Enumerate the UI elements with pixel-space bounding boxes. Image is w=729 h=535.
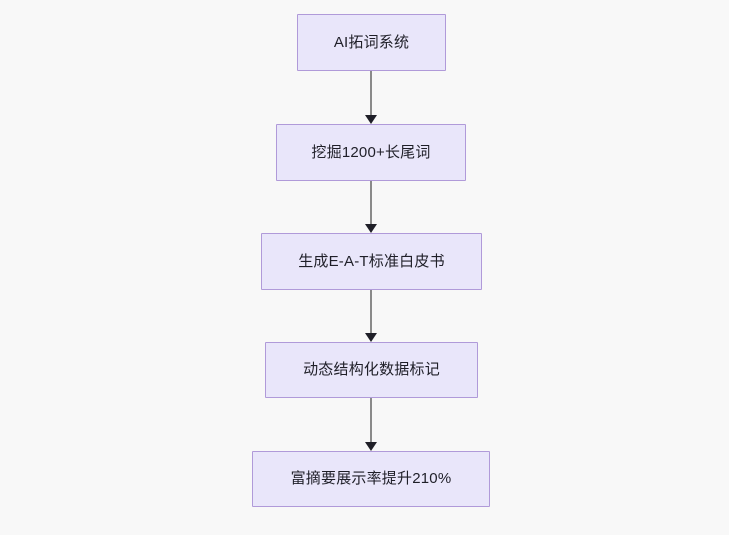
arrowhead-icon bbox=[365, 442, 377, 451]
connector-line bbox=[370, 181, 372, 225]
flow-node-label: 挖掘1200+长尾词 bbox=[311, 143, 431, 161]
flow-node-generate-eat-whitepaper[interactable]: 生成E-A-T标准白皮书 bbox=[261, 233, 482, 290]
connector-line bbox=[370, 398, 372, 443]
flow-connector-4 bbox=[365, 398, 377, 451]
flow-node-ai-keyword-system[interactable]: AI拓词系统 bbox=[297, 14, 446, 71]
connector-line bbox=[370, 290, 372, 334]
flow-node-dynamic-structured-data-markup[interactable]: 动态结构化数据标记 bbox=[265, 342, 478, 398]
flow-node-mine-longtail-keywords[interactable]: 挖掘1200+长尾词 bbox=[276, 124, 466, 181]
arrowhead-icon bbox=[365, 115, 377, 124]
flow-connector-2 bbox=[365, 181, 377, 233]
flow-node-label: 动态结构化数据标记 bbox=[303, 361, 440, 378]
flow-node-label: 富摘要展示率提升210% bbox=[290, 470, 452, 487]
flow-node-label: 生成E-A-T标准白皮书 bbox=[298, 252, 445, 270]
flow-node-label: AI拓词系统 bbox=[333, 33, 410, 51]
flow-connector-3 bbox=[365, 290, 377, 342]
arrowhead-icon bbox=[365, 224, 377, 233]
flow-connector-1 bbox=[365, 71, 377, 124]
connector-line bbox=[370, 71, 372, 116]
arrowhead-icon bbox=[365, 333, 377, 342]
flow-node-rich-snippet-impression-lift[interactable]: 富摘要展示率提升210% bbox=[252, 451, 490, 507]
